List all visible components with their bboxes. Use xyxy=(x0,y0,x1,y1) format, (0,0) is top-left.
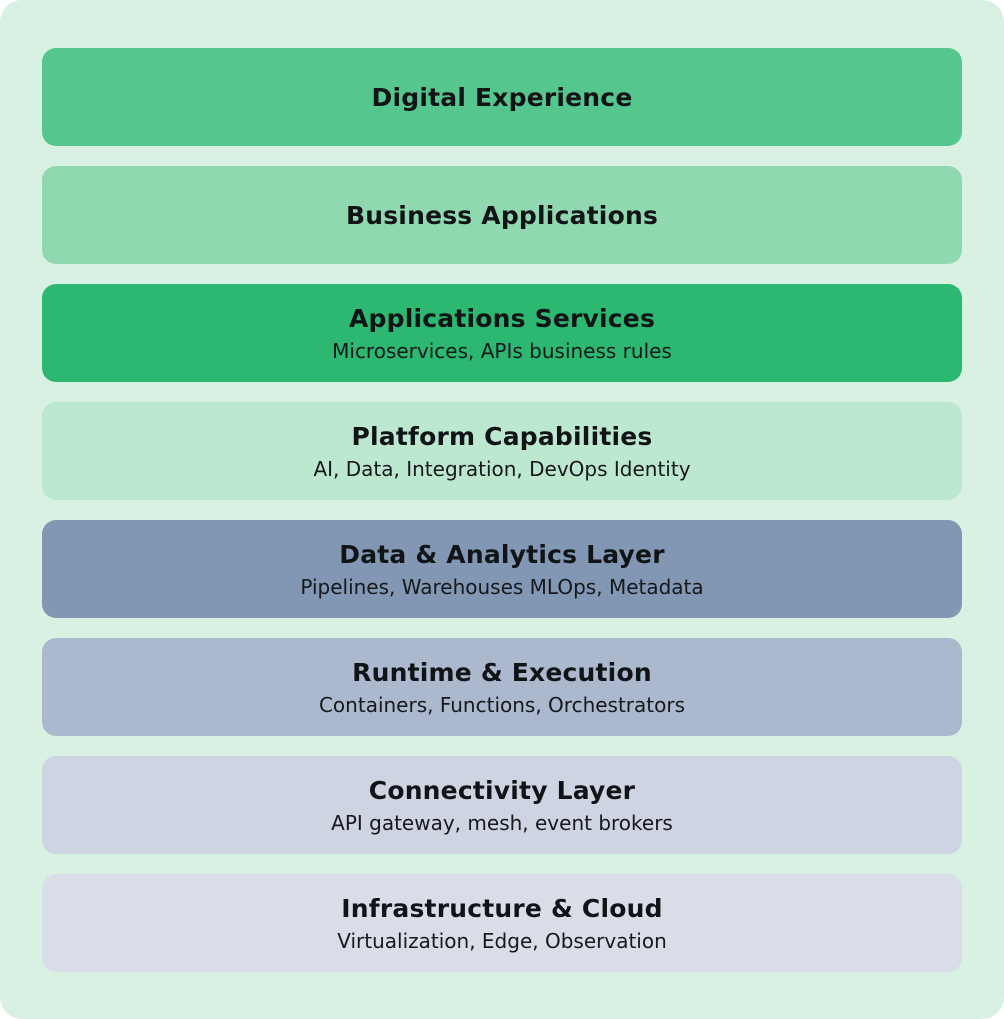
layer-title: Platform Capabilities xyxy=(351,421,653,451)
layer-platform-capabilities: Platform Capabilities AI, Data, Integrat… xyxy=(42,402,962,500)
layer-title: Applications Services xyxy=(348,303,656,333)
layer-title: Runtime & Execution xyxy=(352,657,652,687)
layer-title: Business Applications xyxy=(345,200,659,230)
layer-runtime-execution: Runtime & Execution Containers, Function… xyxy=(42,638,962,736)
layer-digital-experience: Digital Experience xyxy=(42,48,962,146)
layer-subtitle: AI, Data, Integration, DevOps Identity xyxy=(313,456,691,481)
layer-business-applications: Business Applications xyxy=(42,166,962,264)
layer-title: Infrastructure & Cloud xyxy=(341,893,663,923)
layer-title: Digital Experience xyxy=(371,82,633,112)
layer-title: Connectivity Layer xyxy=(368,775,636,805)
layer-applications-services: Applications Services Microservices, API… xyxy=(42,284,962,382)
layer-infrastructure-cloud: Infrastructure & Cloud Virtualization, E… xyxy=(42,874,962,972)
layer-connectivity: Connectivity Layer API gateway, mesh, ev… xyxy=(42,756,962,854)
layer-subtitle: Containers, Functions, Orchestrators xyxy=(318,692,686,717)
layer-subtitle: API gateway, mesh, event brokers xyxy=(331,810,673,835)
layer-subtitle: Virtualization, Edge, Observation xyxy=(337,928,667,953)
layer-subtitle: Pipelines, Warehouses MLOps, Metadata xyxy=(300,574,704,599)
layer-subtitle: Microservices, APIs business rules xyxy=(332,338,672,363)
layer-title: Data & Analytics Layer xyxy=(339,539,665,569)
layer-data-analytics: Data & Analytics Layer Pipelines, Wareho… xyxy=(42,520,962,618)
